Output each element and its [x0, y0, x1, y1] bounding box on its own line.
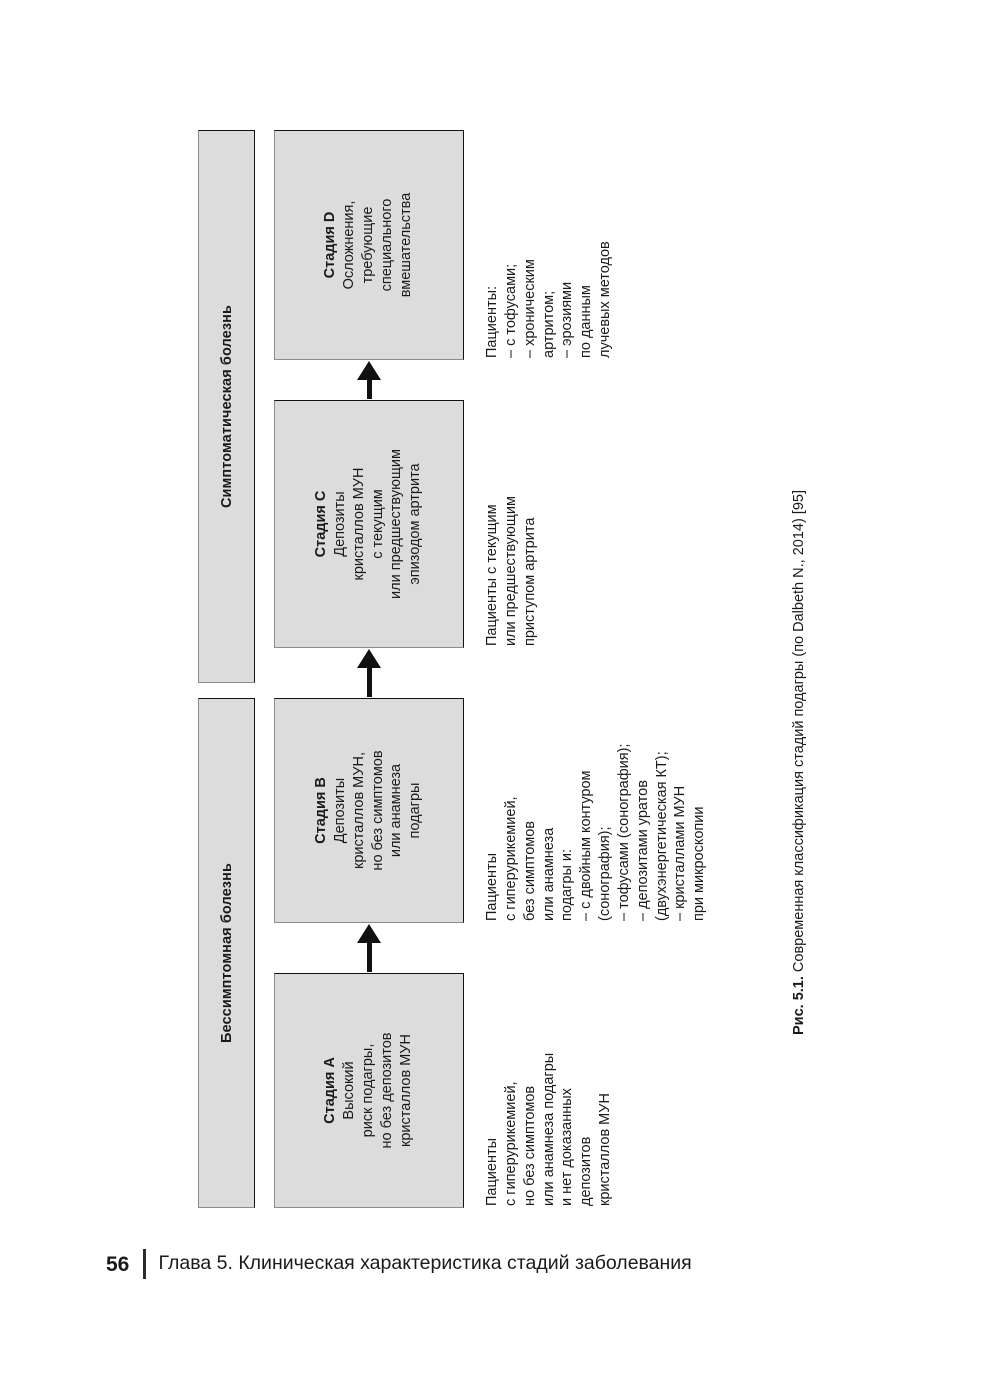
stage-a-title: Стадия A [322, 1057, 339, 1124]
arrow-c-to-d [356, 361, 382, 399]
figure-caption-text: Современная классификация стадий подагры… [791, 489, 807, 977]
stage-b-description: Депозиты кристаллов МУН, но без симптомо… [331, 750, 424, 871]
stage-c-notes: Пациенты с текущим или предшествующим пр… [484, 496, 538, 646]
footer-divider [143, 1249, 146, 1279]
page-number: 56 [106, 1252, 130, 1276]
stage-box-a[interactable]: Стадия A Высокий риск подагры, но без де… [274, 973, 464, 1208]
stage-b-notes: Пациенты с гиперурикемией, без симптомов… [484, 743, 708, 921]
arrow-b-to-c [356, 649, 382, 697]
arrow-head-icon [357, 924, 381, 943]
arrow-head-icon [357, 361, 381, 380]
figure-caption-number: Рис. 5.1. [791, 976, 807, 1035]
stage-a-notes: Пациенты с гиперурикемией, но без симпто… [484, 1052, 614, 1206]
arrow-shaft [366, 379, 372, 399]
stage-b-title: Стадия B [312, 777, 329, 844]
arrow-shaft [366, 667, 372, 697]
stage-box-c[interactable]: Стадия C Депозиты кристаллов МУН с текущ… [274, 400, 464, 648]
stage-a-description: Высокий риск подагры, но без депозитов к… [341, 1032, 414, 1149]
figure-caption: Рис. 5.1. Современная классификация стад… [790, 490, 808, 1035]
arrow-shaft [366, 942, 372, 972]
stage-d-title: Стадия D [322, 211, 339, 279]
stage-d-notes: Пациенты: – с тофусами; – хроническим ар… [484, 241, 614, 358]
band-asymptomatic: Бессимптомная болезнь [198, 698, 255, 1208]
stage-c-description: Депозиты кристаллов МУН с текущим или пр… [331, 449, 424, 599]
figure-gout-stage-classification: Бессимптомная болезнь Симптоматическая б… [198, 130, 798, 1208]
band-asymptomatic-label: Бессимптомная болезнь [218, 863, 235, 1043]
stage-box-d[interactable]: Стадия D Осложнения, требующие специальн… [274, 130, 464, 360]
page-footer: 56 Глава 5. Клиническая характеристика с… [106, 1248, 692, 1280]
stage-c-title: Стадия C [312, 490, 329, 558]
stage-d-description: Осложнения, требующие специального вмеша… [341, 192, 414, 298]
stage-box-b[interactable]: Стадия B Депозиты кристаллов МУН, но без… [274, 698, 464, 923]
band-symptomatic: Симптоматическая болезнь [198, 130, 255, 683]
band-symptomatic-label: Симптоматическая болезнь [218, 304, 235, 509]
running-head: Глава 5. Клиническая характеристика стад… [158, 1252, 692, 1275]
arrow-head-icon [357, 649, 381, 668]
arrow-a-to-b [356, 924, 382, 972]
